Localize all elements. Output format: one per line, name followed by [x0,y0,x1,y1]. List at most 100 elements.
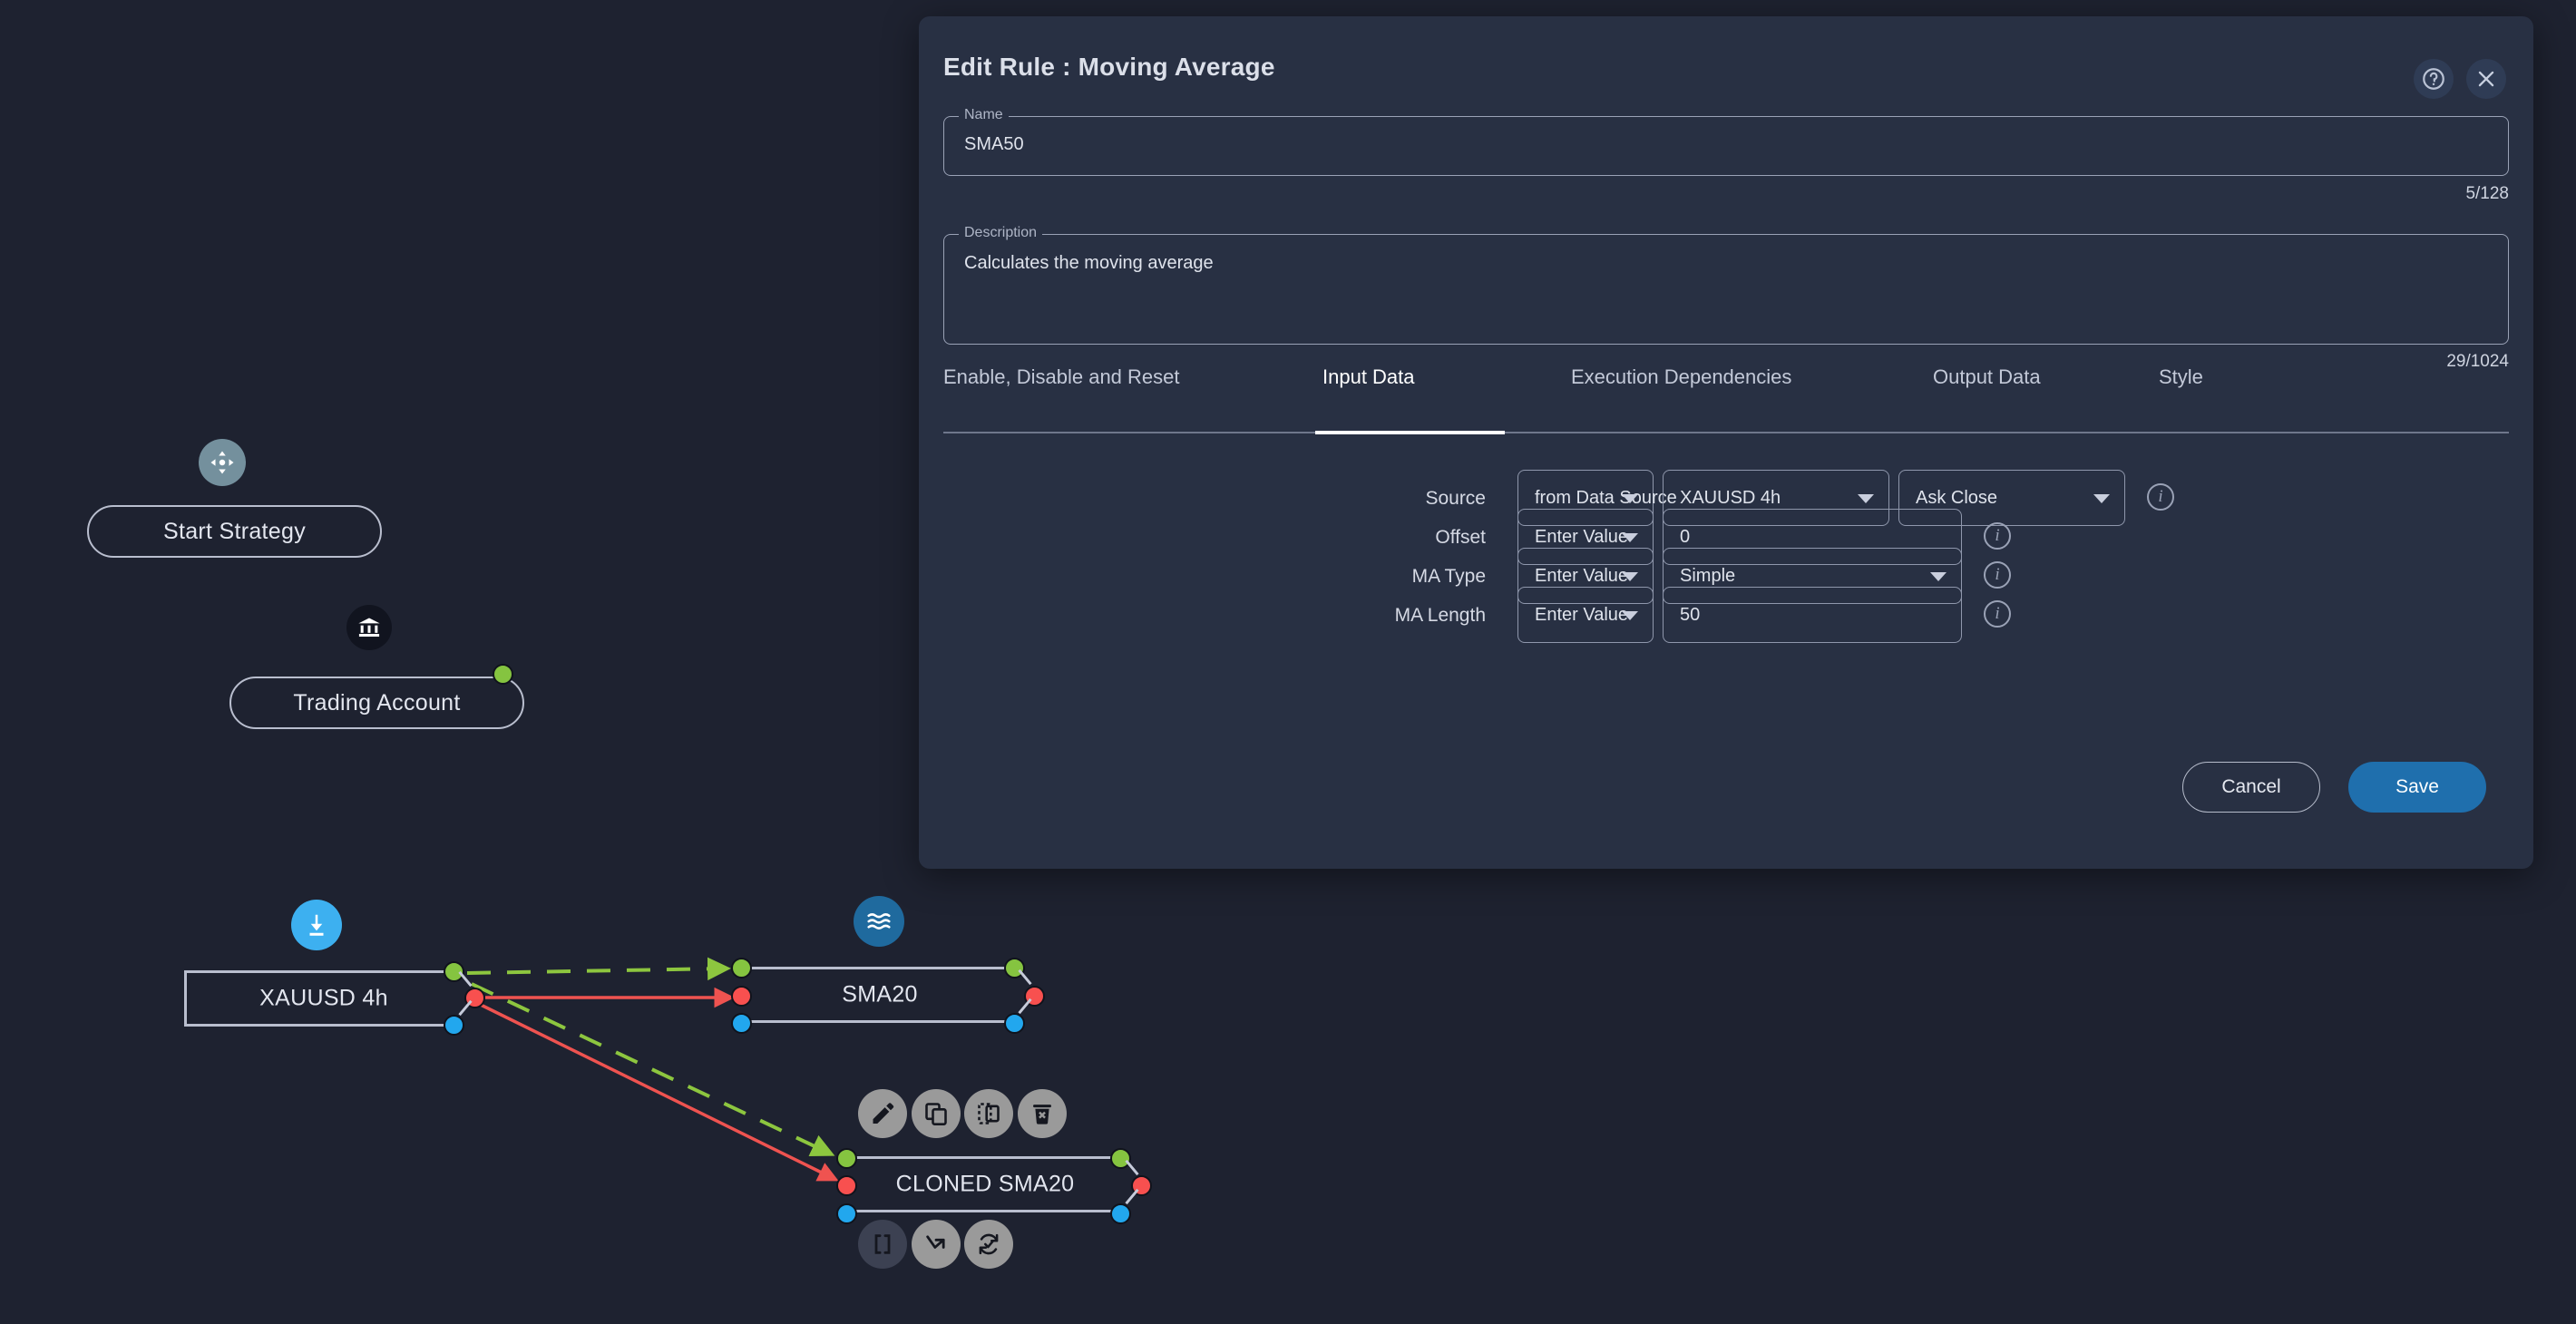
node-rail-left [184,970,187,1027]
name-field[interactable]: Name SMA50 [943,107,2509,176]
chevron-down-icon[interactable] [1622,611,1638,620]
node-cloned-sma20[interactable]: CLONED SMA20 [848,1156,1122,1212]
info-icon[interactable]: i [2147,483,2174,511]
node-label: Start Strategy [162,518,307,544]
node-rail-top [184,970,463,973]
name-field-legend: Name [959,107,1009,123]
tab-baseline [943,432,2509,433]
node-rail-bottom [848,1210,1122,1212]
port-sma20-in-bot[interactable] [731,1013,752,1034]
chevron-down-icon[interactable] [1622,572,1638,581]
name-counter: 5/128 [2465,184,2509,203]
node-trading-account[interactable]: Trading Account [229,677,524,729]
page-title: Edit Rule : Moving Average [943,53,1275,81]
bank-icon[interactable] [346,605,392,650]
node-label: SMA20 [842,981,918,1008]
chevron-down-icon[interactable] [1930,572,1947,581]
input-offset-2[interactable]: 0 [1663,509,1962,565]
port-cloned-in-bot[interactable] [836,1203,857,1224]
tab-bar[interactable]: Enable, Disable and Reset Input Data Execu… [943,365,2509,409]
port-cloned-out-top[interactable] [1110,1148,1131,1169]
close-icon[interactable] [2466,59,2506,99]
port-xauusd-bot[interactable] [444,1015,464,1036]
node-start-strategy[interactable]: Start Strategy [87,505,382,558]
edge-xauusd-sma20-green [466,957,731,981]
node-rail-bottom [184,1024,463,1027]
tab-style[interactable]: Style [2159,365,2203,388]
description-field[interactable]: Description Calculates the moving averag… [943,225,2509,345]
chevron-down-icon[interactable] [2093,494,2110,503]
port-cloned-in-top[interactable] [836,1148,857,1169]
node-rail-top [744,967,1016,969]
port-xauusd-top[interactable] [444,961,464,982]
control-value: Simple [1680,565,1736,586]
description-field-legend: Description [959,225,1043,241]
select-ma-length-1[interactable]: Enter Value [1517,587,1654,643]
select-ma-type-2[interactable]: Simple [1663,548,1962,604]
port-cloned-in-mid[interactable] [836,1175,857,1196]
move-icon[interactable] [199,439,246,486]
download-icon[interactable] [291,900,342,950]
tab-execution-dependencies[interactable]: Execution Dependencies [1571,365,1792,388]
control-value: Ask Close [1916,487,1998,508]
node-sma20[interactable]: SMA20 [744,967,1016,1023]
delete-button[interactable] [1018,1089,1067,1138]
chevron-down-icon[interactable] [1622,494,1638,503]
port-stub [1018,969,1032,986]
node-rail-top [848,1156,1122,1159]
select-source-1[interactable]: from Data Source [1517,470,1677,526]
control-value: Enter Value [1535,526,1629,547]
info-icon[interactable]: i [1984,522,2011,550]
info-icon[interactable]: i [1984,561,2011,589]
edge-xauusd-cloned-red [480,1003,839,1182]
node-xauusd-4h[interactable]: XAUUSD 4h [184,970,463,1027]
description-counter: 29/1024 [2446,352,2509,371]
select-source-2[interactable]: XAUUSD 4h [1663,470,1889,526]
node-rail-bottom [744,1020,1016,1023]
port-trading-account-out[interactable] [493,664,513,685]
row-label-ma-type: MA Type [1411,566,1486,587]
tab-active-indicator [1315,431,1505,434]
port-stub [1125,1159,1139,1176]
refresh-button[interactable] [964,1220,1013,1269]
node-label: CLONED SMA20 [895,1171,1075,1197]
branch-button[interactable] [912,1220,961,1269]
copy-button[interactable] [912,1089,961,1138]
brackets-button[interactable] [858,1220,907,1269]
row-label-ma-length: MA Length [1394,605,1486,626]
tab-output-data[interactable]: Output Data [1933,365,2041,388]
edit-rule-dialog: Edit Rule : Moving Average Name SMA50 5/… [919,16,2533,869]
port-sma20-in-top[interactable] [731,958,752,978]
description-field-value: Calculates the moving average [964,253,1214,273]
info-icon[interactable]: i [1984,600,2011,628]
name-field-value: SMA50 [964,134,1024,154]
chevron-down-icon[interactable] [1622,533,1638,542]
help-circle-icon[interactable] [2414,59,2454,99]
port-cloned-out-bot[interactable] [1110,1203,1131,1224]
save-button[interactable]: Save [2348,762,2486,813]
cancel-button[interactable]: Cancel [2182,762,2320,813]
row-label-source: Source [1425,488,1486,509]
node-label: XAUUSD 4h [259,985,388,1011]
input-ma-length-2[interactable]: 50 [1663,587,1962,643]
select-offset-1[interactable]: Enter Value [1517,509,1654,565]
port-sma20-in-mid[interactable] [731,986,752,1007]
waves-icon[interactable] [854,896,904,947]
control-value: XAUUSD 4h [1680,487,1781,508]
control-value: Enter Value [1535,565,1629,586]
port-sma20-out-bot[interactable] [1004,1013,1025,1034]
chevron-down-icon[interactable] [1858,494,1874,503]
select-ma-type-1[interactable]: Enter Value [1517,548,1654,604]
control-value: Enter Value [1535,604,1629,625]
tab-enable-disable-and-reset[interactable]: Enable, Disable and Reset [943,365,1180,388]
row-label-offset: Offset [1435,527,1486,548]
tab-input-data[interactable]: Input Data [1322,365,1415,388]
edit-button[interactable] [858,1089,907,1138]
control-value: 50 [1680,604,1701,625]
control-value: 0 [1680,526,1691,547]
select-source-3[interactable]: Ask Close [1898,470,2125,526]
duplicate-button[interactable] [964,1089,1013,1138]
node-label: Trading Account [293,689,461,716]
